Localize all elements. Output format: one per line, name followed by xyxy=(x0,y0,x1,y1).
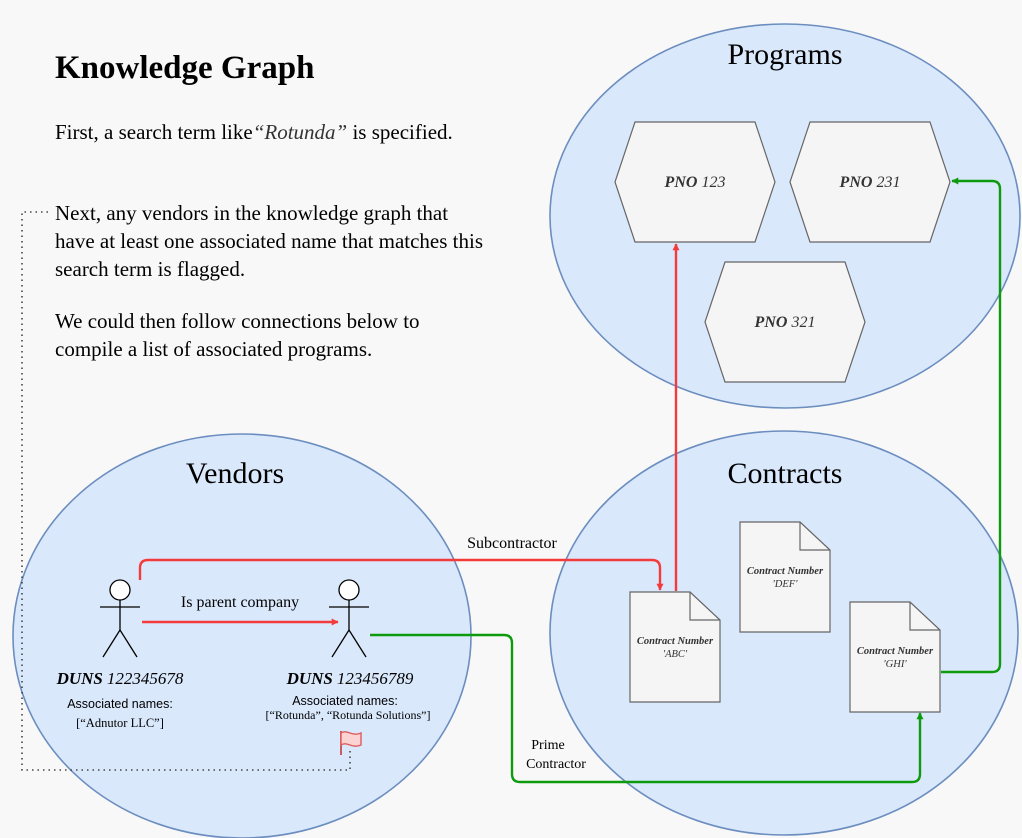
programs-group xyxy=(549,23,1021,409)
program-prefix: PNO xyxy=(839,174,873,191)
prime-contractor-label-line1: Prime xyxy=(531,738,564,753)
program-prefix: PNO xyxy=(754,314,788,331)
contract-value: 'DEF' xyxy=(773,579,799,590)
contract-node-abc: Contract Number 'ABC' xyxy=(629,591,721,703)
contract-value: 'ABC' xyxy=(663,649,688,660)
flag-icon xyxy=(340,731,362,755)
contract-label: Contract Number xyxy=(857,646,934,657)
intro-paragraph-3: We could then follow connections below t… xyxy=(55,309,420,361)
associated-names-label: Associated names: xyxy=(292,694,398,708)
contract-label: Contract Number xyxy=(637,636,714,647)
intro-paragraph-2: Next, any vendors in the knowledge graph… xyxy=(55,201,484,281)
contract-node-ghi: Contract Number 'GHI' xyxy=(849,601,941,713)
edge-subcontractor xyxy=(138,558,664,591)
contracts-group-label: Contracts xyxy=(728,457,843,490)
subcontractor-label: Subcontractor xyxy=(467,535,557,552)
vendors-group-label: Vendors xyxy=(186,457,284,490)
vendor-prefix: DUNS xyxy=(56,669,103,688)
intro-paragraph-1: First, a search term like“Rotunda” is sp… xyxy=(55,118,485,146)
person-icon xyxy=(329,579,369,658)
program-prefix: PNO xyxy=(664,174,698,191)
vendor-number: 123456789 xyxy=(337,669,414,688)
program-number: 123 xyxy=(701,174,725,191)
program-number: 321 xyxy=(790,314,815,331)
associated-names-label: Associated names: xyxy=(67,697,173,711)
program-number: 231 xyxy=(876,174,900,191)
flag-connector-dotted xyxy=(21,211,351,771)
associated-names-list: [“Rotunda”, “Rotunda Solutions”] xyxy=(266,708,431,722)
is-parent-company-label: Is parent company xyxy=(181,594,299,611)
vendor-number: 122345678 xyxy=(107,669,184,688)
contract-value: 'GHI' xyxy=(883,659,907,670)
edge-ghi-to-pno231 xyxy=(941,177,1002,674)
page-title: Knowledge Graph xyxy=(55,50,315,86)
programs-group-label: Programs xyxy=(728,38,843,71)
contract-node-def: Contract Number 'DEF' xyxy=(739,521,831,633)
intro-text-start: First, a search term like xyxy=(55,120,253,144)
edge-prime-contractor xyxy=(370,633,924,784)
prime-contractor-label-line2: Contractor xyxy=(526,757,586,772)
intro-text-end: is specified. xyxy=(347,120,453,144)
contract-label: Contract Number xyxy=(747,566,824,577)
associated-names-list: [“Adnutor LLC”] xyxy=(76,716,164,730)
search-term: “Rotunda” xyxy=(252,120,348,144)
vendor-prefix: DUNS xyxy=(286,669,333,688)
person-icon xyxy=(100,579,140,658)
contracts-group xyxy=(549,430,1019,836)
